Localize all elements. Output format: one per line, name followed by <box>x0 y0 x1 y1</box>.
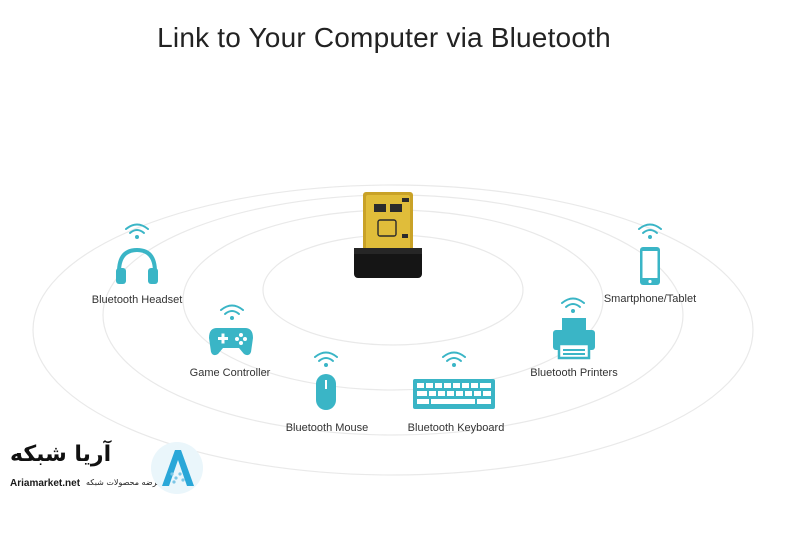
keyboard-icon <box>413 379 495 409</box>
aria-logo-icon[interactable] <box>148 440 206 496</box>
device-label-mouse: Bluetooth Mouse <box>285 422 369 434</box>
brand-tagline: عرضه محصولات شبکه <box>86 478 162 487</box>
page-title: Link to Your Computer via Bluetooth <box>157 22 611 53</box>
headphones-icon <box>116 247 158 284</box>
wifi-signal-icon <box>561 297 585 313</box>
wifi-signal-icon <box>125 223 149 239</box>
brand-name: آریا شبکه <box>10 442 112 467</box>
device-label-headset: Bluetooth Headset <box>91 294 183 306</box>
signal-ring <box>32 184 754 476</box>
device-label-game-controller: Game Controller <box>189 367 271 379</box>
usb-bluetooth-adapter-icon <box>354 192 422 278</box>
wifi-signal-icon <box>442 351 466 367</box>
printer-icon <box>553 318 595 360</box>
brand-site: Ariamarket.net <box>10 478 81 489</box>
device-label-keyboard: Bluetooth Keyboard <box>407 422 505 434</box>
wifi-signal-icon <box>314 351 338 367</box>
mouse-icon <box>316 374 336 410</box>
gamepad-icon <box>209 328 253 356</box>
wifi-signal-icon <box>638 223 662 239</box>
smartphone-icon <box>640 247 660 285</box>
device-label-printer: Bluetooth Printers <box>530 367 618 379</box>
device-label-smartphone: Smartphone/Tablet <box>603 293 697 305</box>
wifi-signal-icon <box>220 304 244 320</box>
